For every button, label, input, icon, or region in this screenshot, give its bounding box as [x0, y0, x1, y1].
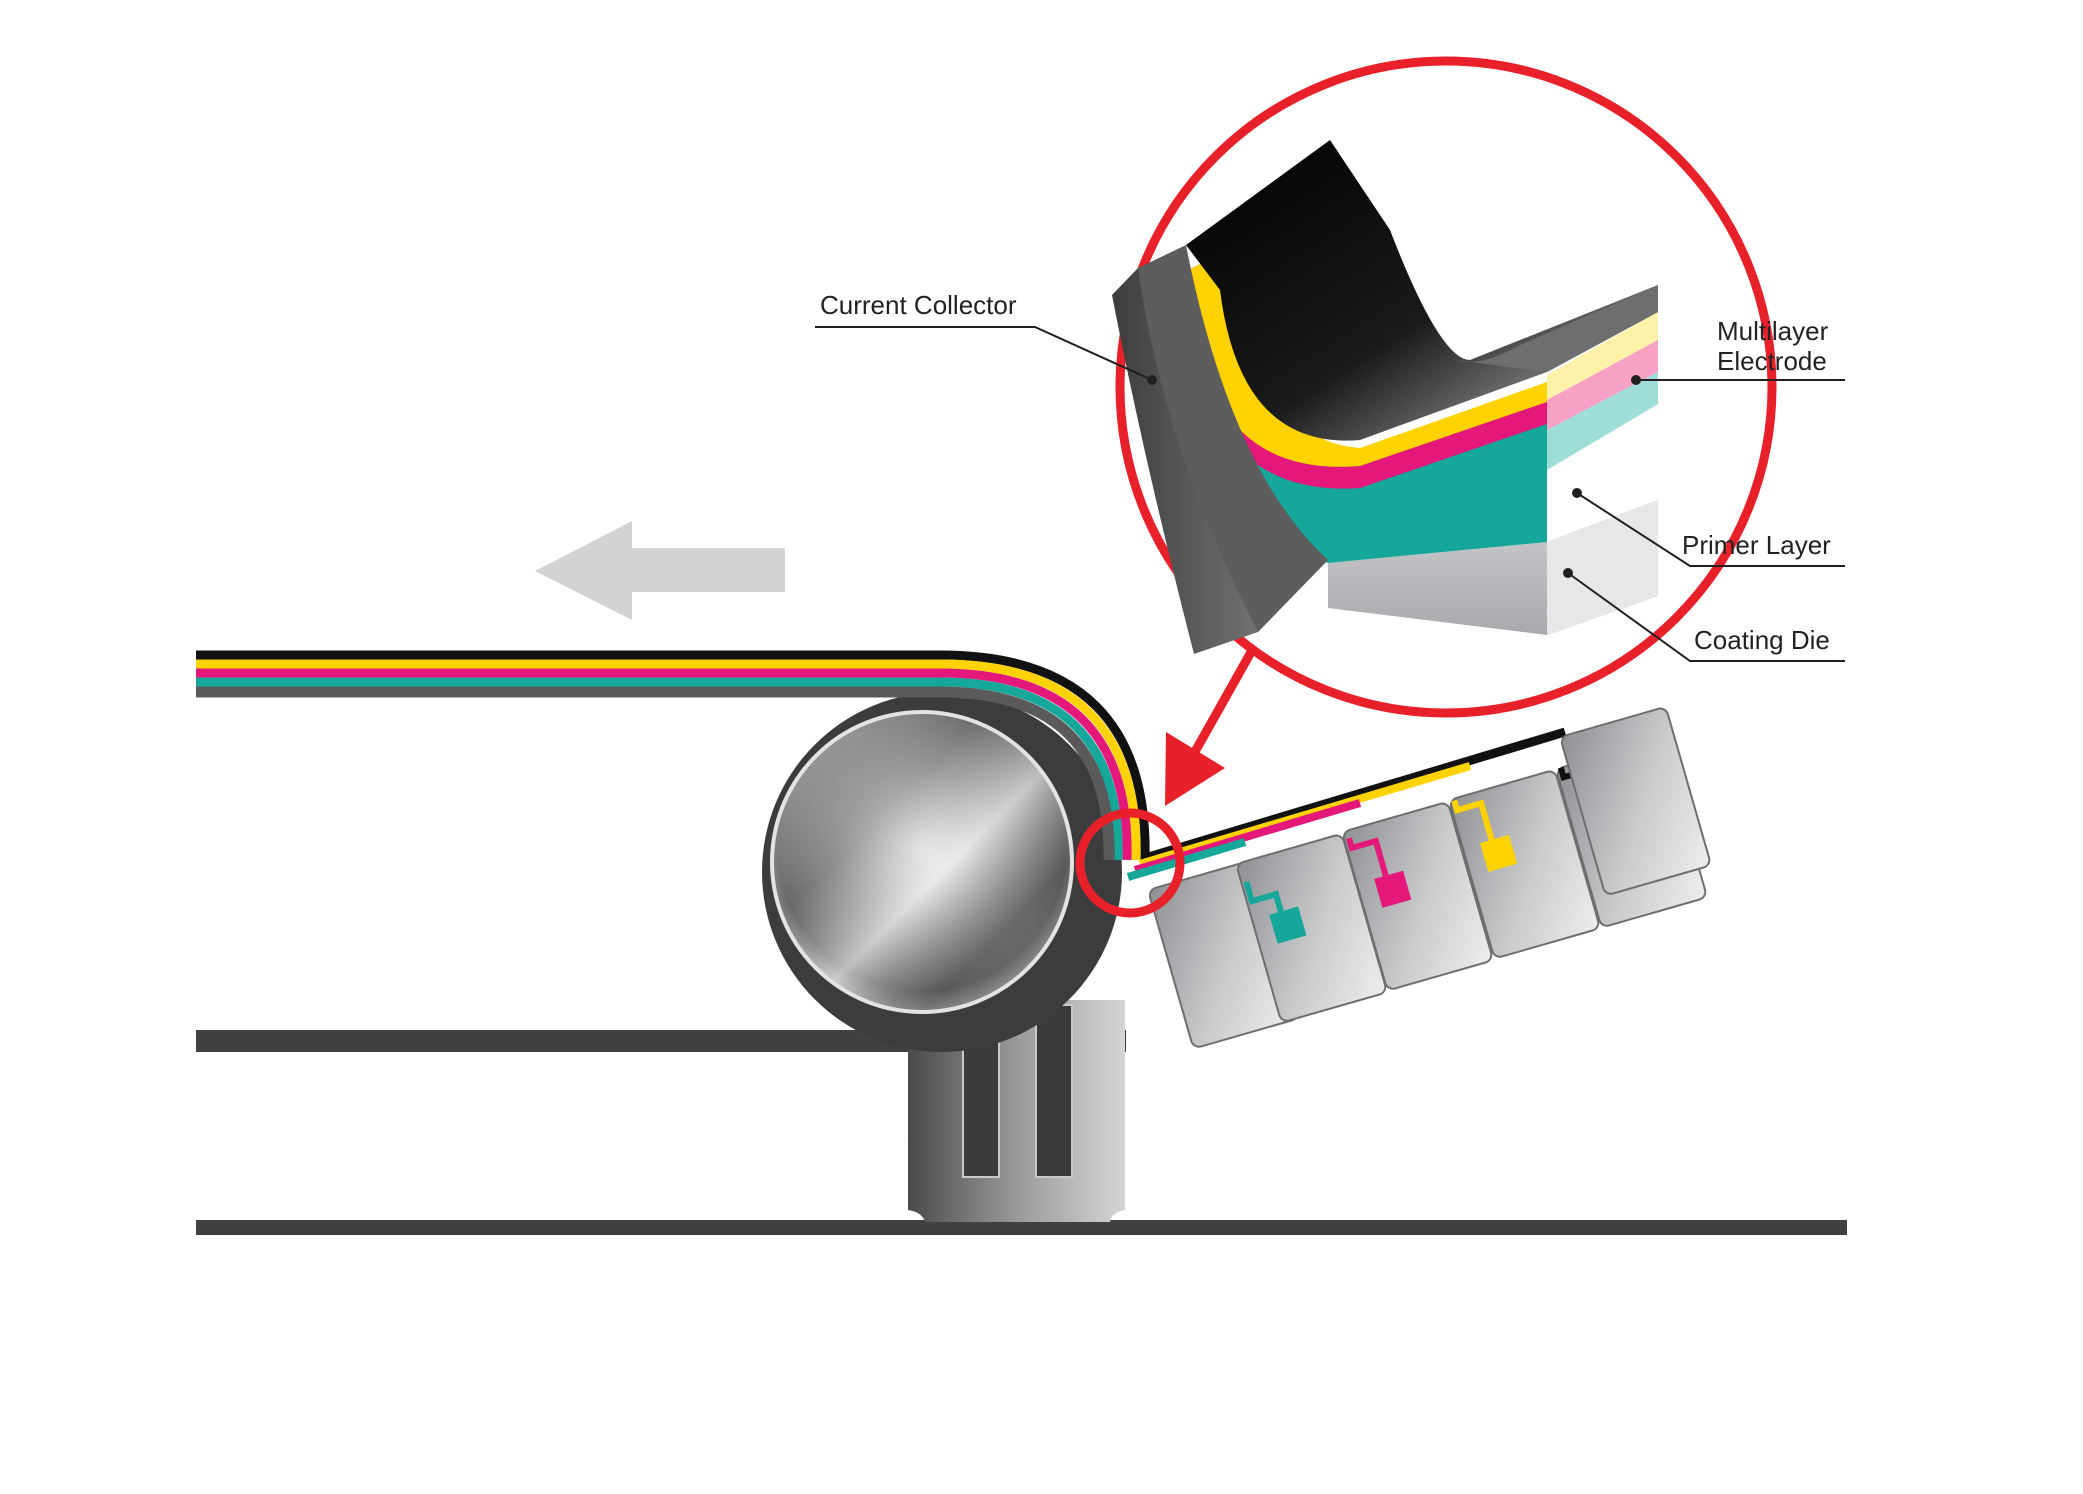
die-block	[1342, 802, 1493, 990]
leader-dots	[1147, 375, 1641, 578]
left-arrow-icon	[535, 521, 785, 620]
label-primer-layer: Primer Layer	[1682, 530, 1831, 560]
label-multilayer-line2: Electrode	[1717, 346, 1827, 376]
die-block	[1449, 770, 1600, 958]
base-rail	[196, 1220, 1847, 1235]
label-multilayer-line1: Multilayer	[1717, 316, 1829, 346]
callout-small-circle	[1075, 808, 1185, 918]
label-current-collector: Current Collector	[820, 290, 1017, 320]
roller	[762, 692, 1122, 1052]
leader-lines	[815, 326, 1845, 662]
callout-pointer-arrow	[1165, 642, 1259, 806]
slot-dies	[1148, 707, 1711, 1048]
magnified-detail	[1112, 140, 1658, 654]
label-coating-die: Coating Die	[1694, 625, 1830, 655]
die-block	[1560, 707, 1711, 895]
